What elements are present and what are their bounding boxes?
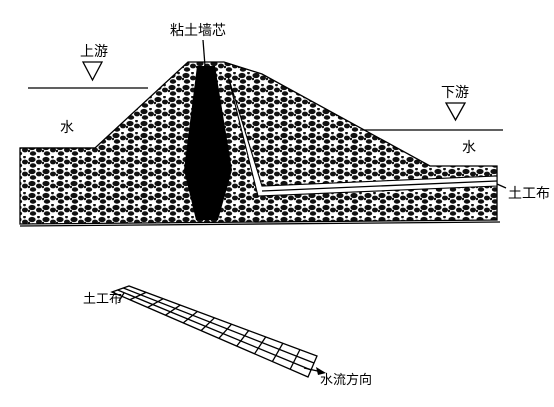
geotextile-detail-label: 土工布 <box>83 292 122 307</box>
geotextile-grid-crossline <box>129 291 147 301</box>
geotextile-grid-crossline <box>254 336 267 355</box>
geotextile-inner-line <box>261 180 498 192</box>
geotextile-grid-longline <box>123 287 315 364</box>
upstream-water-label: 水 <box>60 120 74 136</box>
geotextile-main-leader <box>496 183 507 189</box>
geotextile-main-label: 土工布 <box>508 186 550 202</box>
geotextile-grid-crossline <box>200 317 215 332</box>
geotextile-grid-longline <box>117 289 312 371</box>
flow-direction-label: 水流方向 <box>320 372 372 388</box>
upstream-water-level-icon <box>81 61 104 82</box>
geotextile-grid-crossline <box>289 349 301 370</box>
geotextile-grid-crossline <box>165 304 181 316</box>
upstream-label: 上游 <box>80 44 108 60</box>
geotextile-grid-crossline <box>147 298 164 309</box>
geotextile-grid-crossline <box>236 330 250 347</box>
clay-core-wall <box>184 66 232 220</box>
core-label-leader <box>202 39 206 67</box>
geotextile-grid-crossline <box>271 342 284 362</box>
geotextile-detail <box>110 285 318 378</box>
downstream-label: 下游 <box>441 85 469 101</box>
foundation-line <box>19 221 501 227</box>
geotextile-grid-crossline <box>218 323 233 339</box>
flow-arrow-head-icon <box>316 367 326 375</box>
geotextile-grid-crossline <box>182 310 198 324</box>
downstream-water-label: 水 <box>462 140 476 156</box>
geotextile-strip-outline <box>110 285 318 378</box>
geotextile-detail-leader <box>118 292 125 302</box>
dam-fill-body <box>19 61 498 225</box>
core-wall-label: 粘土墙芯 <box>170 23 226 39</box>
downstream-water-level-icon <box>444 102 467 122</box>
geotextile-grid-lines <box>117 287 315 371</box>
